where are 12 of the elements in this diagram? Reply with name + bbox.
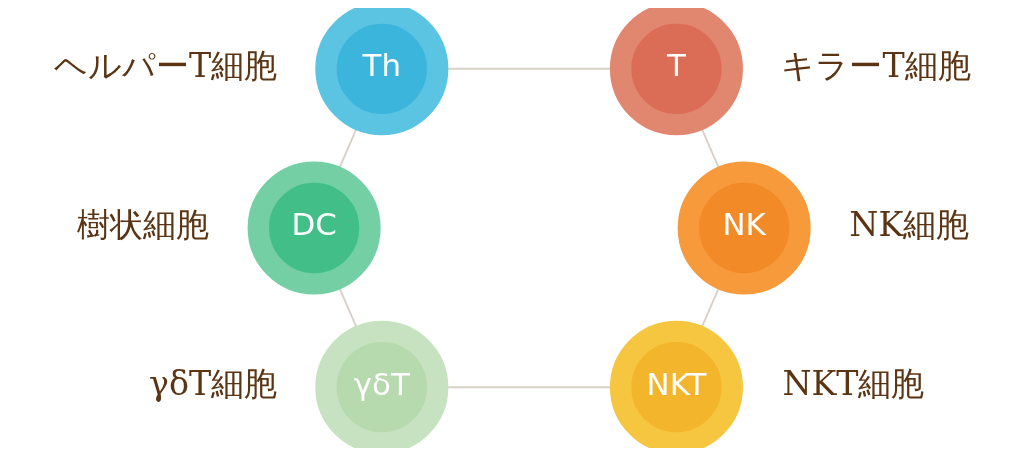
node-label: NK細胞 (848, 205, 969, 245)
node-circle: T (609, 8, 743, 136)
node-circle: Th (314, 8, 448, 136)
node-circle: γδT (314, 320, 448, 448)
node-label: ヘルパーT細胞 (53, 46, 277, 86)
node-circle: NKT (609, 320, 743, 448)
node-circle: NK (677, 161, 811, 295)
node-circle: DC (247, 161, 381, 295)
node-label: キラーT細胞 (780, 46, 971, 86)
node-label: γδT細胞 (148, 364, 277, 404)
node-label: NKT細胞 (781, 364, 925, 404)
node-label: 樹状細胞 (76, 205, 209, 245)
